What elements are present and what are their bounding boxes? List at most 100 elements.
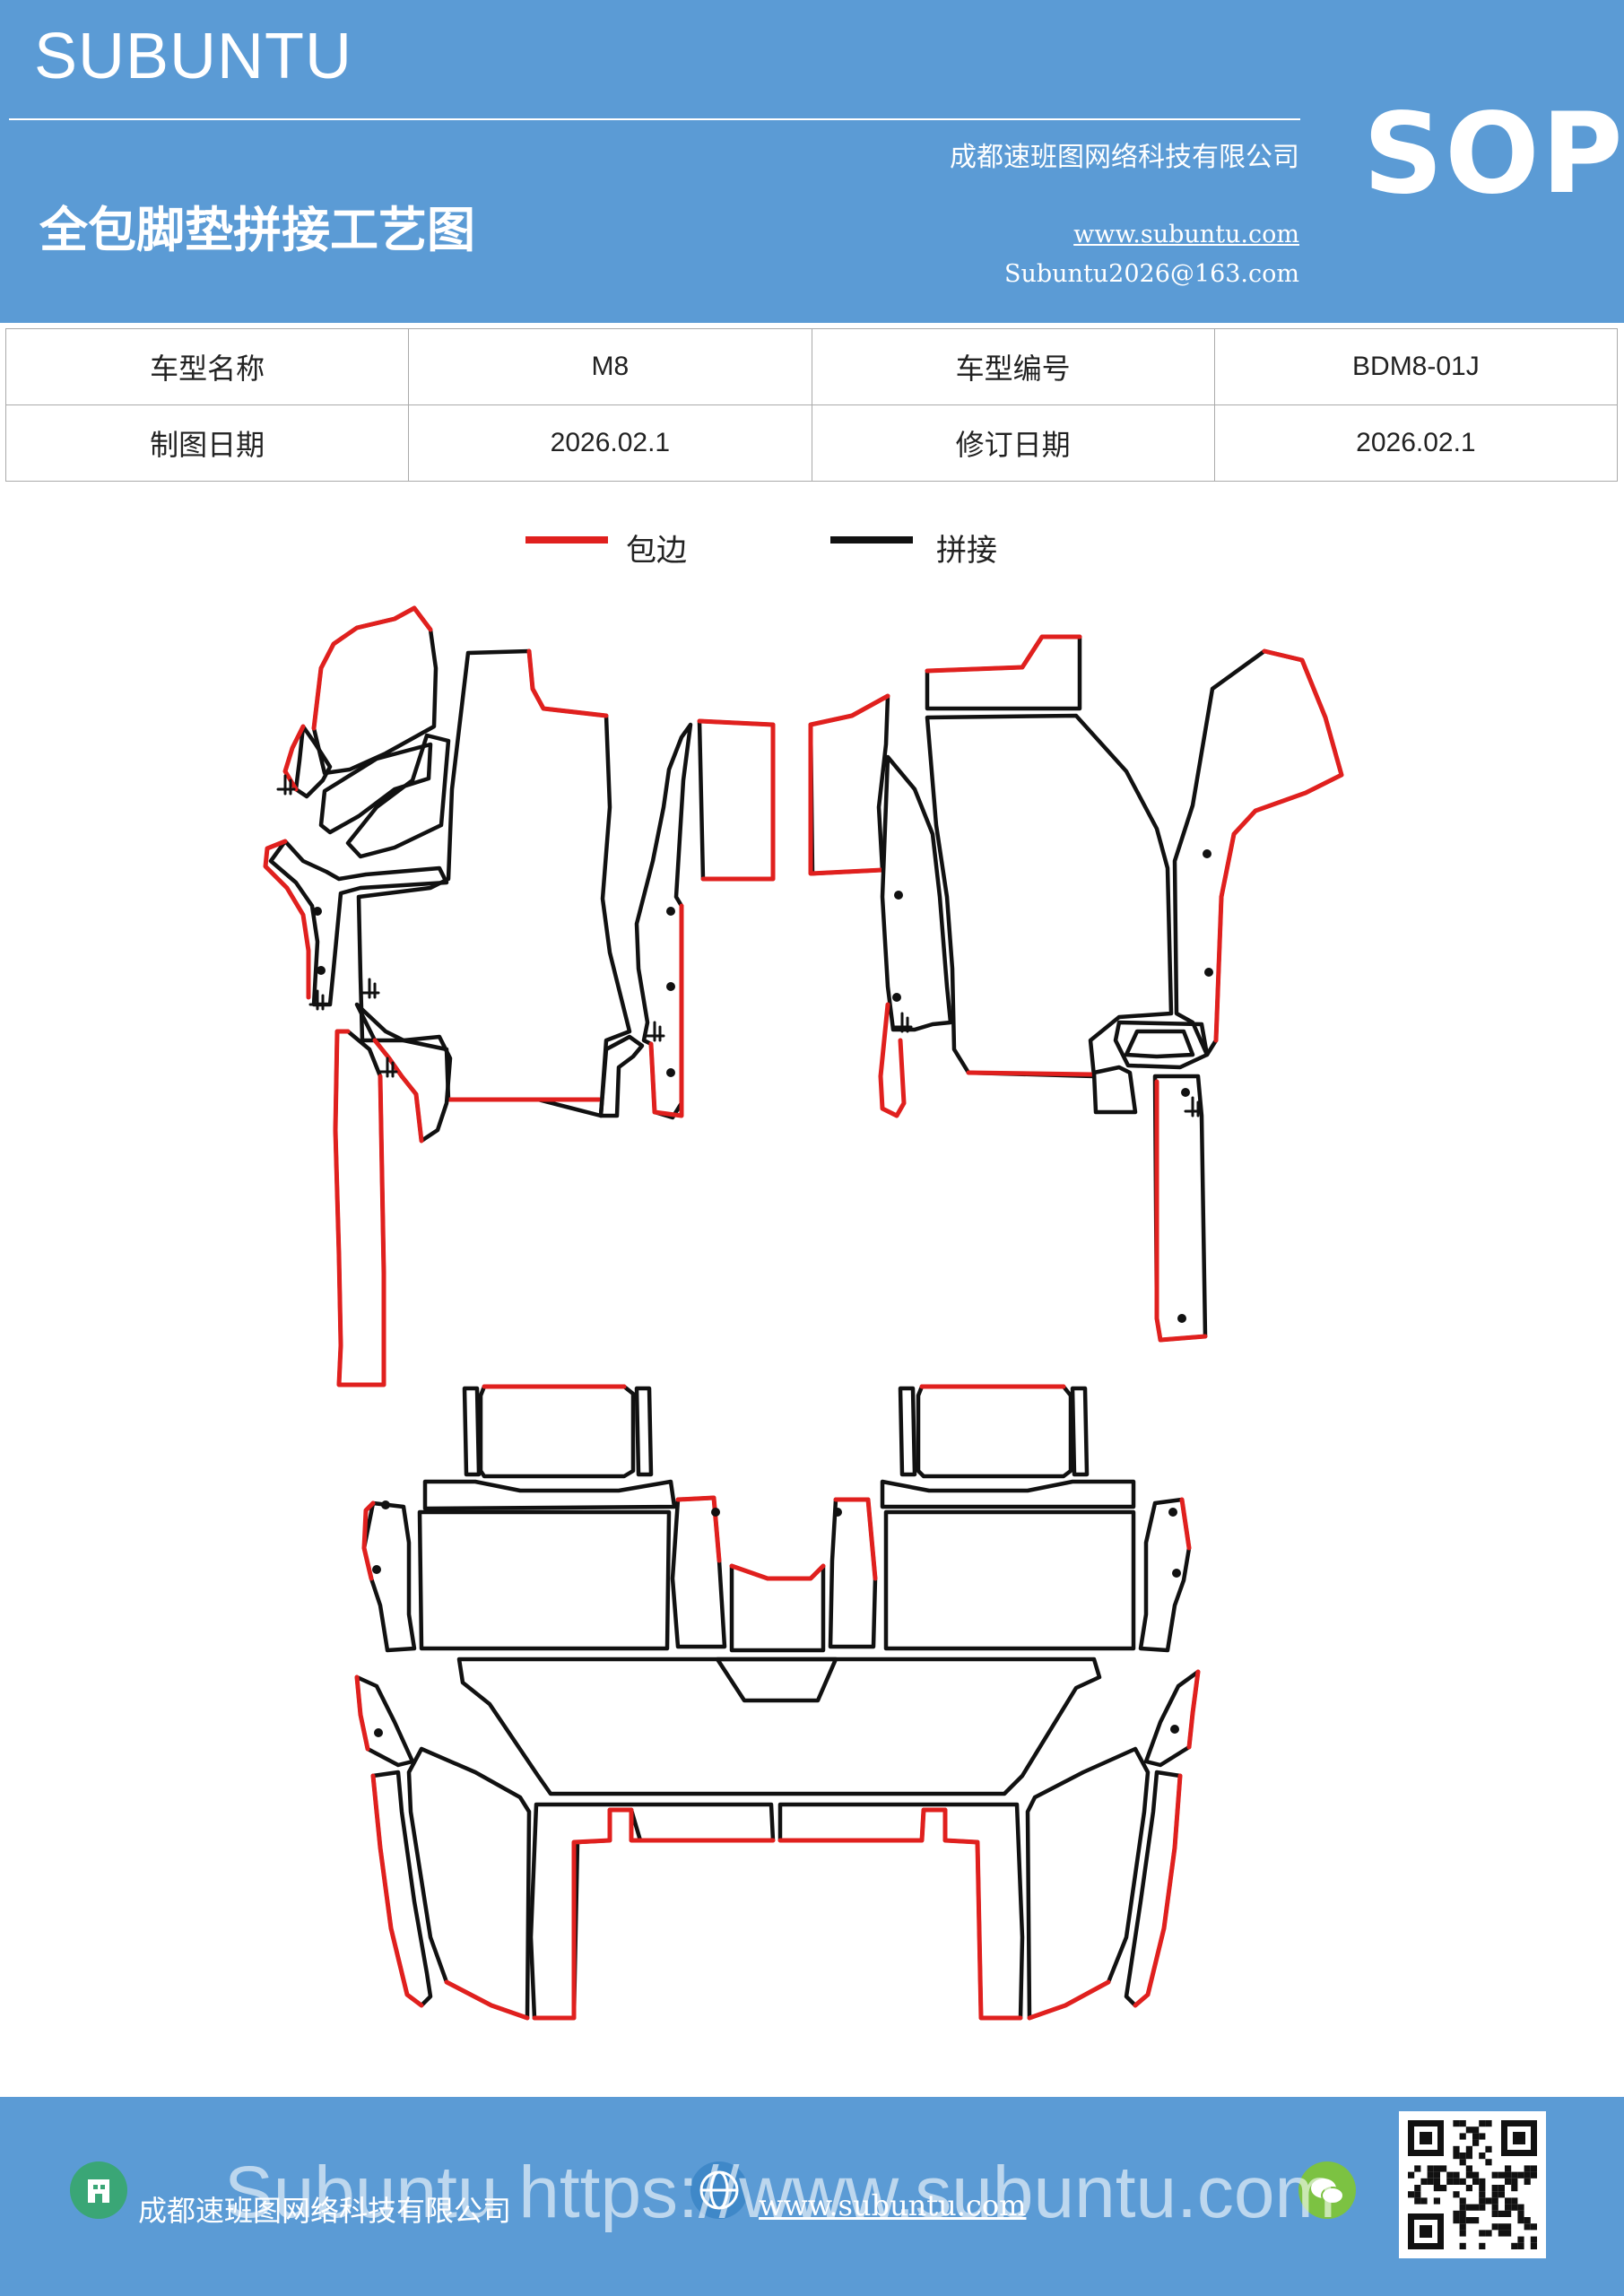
mat-edge (1133, 1773, 1183, 2008)
rivet-dot (1172, 1569, 1181, 1578)
driver-mat-group (263, 605, 776, 1387)
mat-piece (478, 1384, 636, 1479)
qr-module (1453, 2145, 1460, 2152)
mat-edge (1154, 1079, 1208, 1343)
footer-company: 成都速班图网络科技有限公司 (138, 2194, 512, 2228)
passenger-mat-group (808, 634, 1344, 1343)
qr-module (1465, 2152, 1472, 2160)
qr-module (1517, 2242, 1524, 2249)
table-cell-label: 修订日期 (811, 404, 1215, 482)
rivet-dot (892, 993, 901, 1002)
mat-piece (634, 722, 693, 1120)
qr-module (1465, 2171, 1472, 2179)
mat-edge (526, 648, 609, 718)
qr-module (1524, 2178, 1531, 2185)
mat-piece (697, 718, 776, 882)
mat-piece (528, 1802, 776, 2021)
qr-module (1530, 2171, 1537, 2179)
mat-piece (1113, 1020, 1210, 1070)
rivet-dot (1177, 1314, 1186, 1323)
qr-module (1530, 2165, 1537, 2172)
qr-module (1433, 2185, 1440, 2192)
qr-module (1472, 2139, 1480, 2146)
rivet-dot (313, 907, 322, 916)
footer-website[interactable]: www.subuntu.com (759, 2188, 1027, 2222)
mat-edge (311, 605, 433, 731)
qr-module (1453, 2217, 1460, 2224)
qr-module (1459, 2210, 1466, 2217)
qr-module (1433, 2171, 1440, 2179)
qr-module (1420, 2197, 1428, 2205)
document-title: 全包脚垫拼接工艺图 (39, 201, 475, 258)
mat-edge (1213, 648, 1344, 1043)
qr-module (1465, 2217, 1472, 2224)
rivet-dot (372, 1565, 381, 1574)
qr-module (1465, 2185, 1472, 2192)
mat-edge (777, 1807, 1023, 2021)
mat-edge (1027, 1979, 1111, 2021)
qr-module (1511, 2197, 1518, 2205)
qr-module (1511, 2171, 1518, 2179)
mat-piece (354, 1002, 453, 1144)
qr-module (1459, 2242, 1466, 2249)
qr-module (1414, 2197, 1421, 2205)
rivet-dot (1181, 1088, 1190, 1097)
mat-piece (1124, 1029, 1195, 1059)
stitch-mark (360, 978, 380, 999)
qr-module (1530, 2223, 1537, 2231)
mat-piece (777, 1802, 1025, 2021)
mat-edge (833, 1497, 878, 1581)
mat-edge (648, 903, 684, 1118)
doc-type-label: SOP (1363, 90, 1624, 219)
mat-edge (729, 1563, 826, 1581)
qr-module (1479, 2191, 1486, 2198)
rivet-dot (711, 1508, 720, 1517)
qr-module (1491, 2185, 1498, 2192)
mat-piece (898, 1386, 917, 1477)
mat-piece (422, 1479, 677, 1511)
mat-edge (925, 634, 1082, 674)
qr-module (1408, 2191, 1415, 2198)
qr-module (1479, 2133, 1486, 2140)
qr-module (1511, 2204, 1518, 2211)
qr-module (1498, 2230, 1505, 2237)
qr-module (1472, 2126, 1480, 2134)
mat-piece (1091, 1065, 1138, 1115)
table-cell-value: M8 (408, 328, 812, 405)
qr-module (1530, 2236, 1537, 2243)
mat-edge (444, 1979, 530, 2021)
qr-module (1479, 2242, 1486, 2249)
qr-module (1491, 2191, 1498, 2198)
mat-edge (697, 718, 776, 882)
qr-module (1433, 2178, 1440, 2185)
qr-module (1472, 2204, 1480, 2211)
qr-module (1459, 2217, 1466, 2224)
mat-edge (1186, 1669, 1201, 1750)
qr-module (1485, 2120, 1492, 2127)
qr-module (1505, 2171, 1512, 2179)
mat-piece (880, 1479, 1136, 1509)
qr-module (1408, 2171, 1415, 2179)
qr-module (1453, 2191, 1460, 2198)
qr-module (1511, 2242, 1518, 2249)
mat-piece (598, 1034, 645, 1118)
rivet-dot (894, 891, 903, 900)
rivet-dot (1204, 968, 1213, 977)
qr-module (1479, 2152, 1486, 2160)
qr-module (1517, 2171, 1524, 2179)
globe-icon (690, 2161, 748, 2219)
qr-module (1446, 2178, 1454, 2185)
mat-piece (925, 634, 1082, 711)
qr-module (1505, 2230, 1512, 2237)
qr-module (1479, 2204, 1486, 2211)
stitch-mark (893, 1012, 913, 1033)
mat-edge (675, 1495, 722, 1563)
vehicle-info-table: 车型名称 M8 车型编号 BDM8-01J 制图日期 2026.02.1 修订日… (4, 328, 1619, 482)
wechat-icon (1298, 2161, 1356, 2219)
qr-module (1472, 2133, 1480, 2140)
qr-module (1414, 2191, 1421, 2198)
qr-code[interactable] (1399, 2111, 1546, 2258)
qr-module (1465, 2165, 1472, 2172)
mat-piece (318, 742, 433, 835)
website-link[interactable]: www.subuntu.com (1073, 221, 1299, 248)
